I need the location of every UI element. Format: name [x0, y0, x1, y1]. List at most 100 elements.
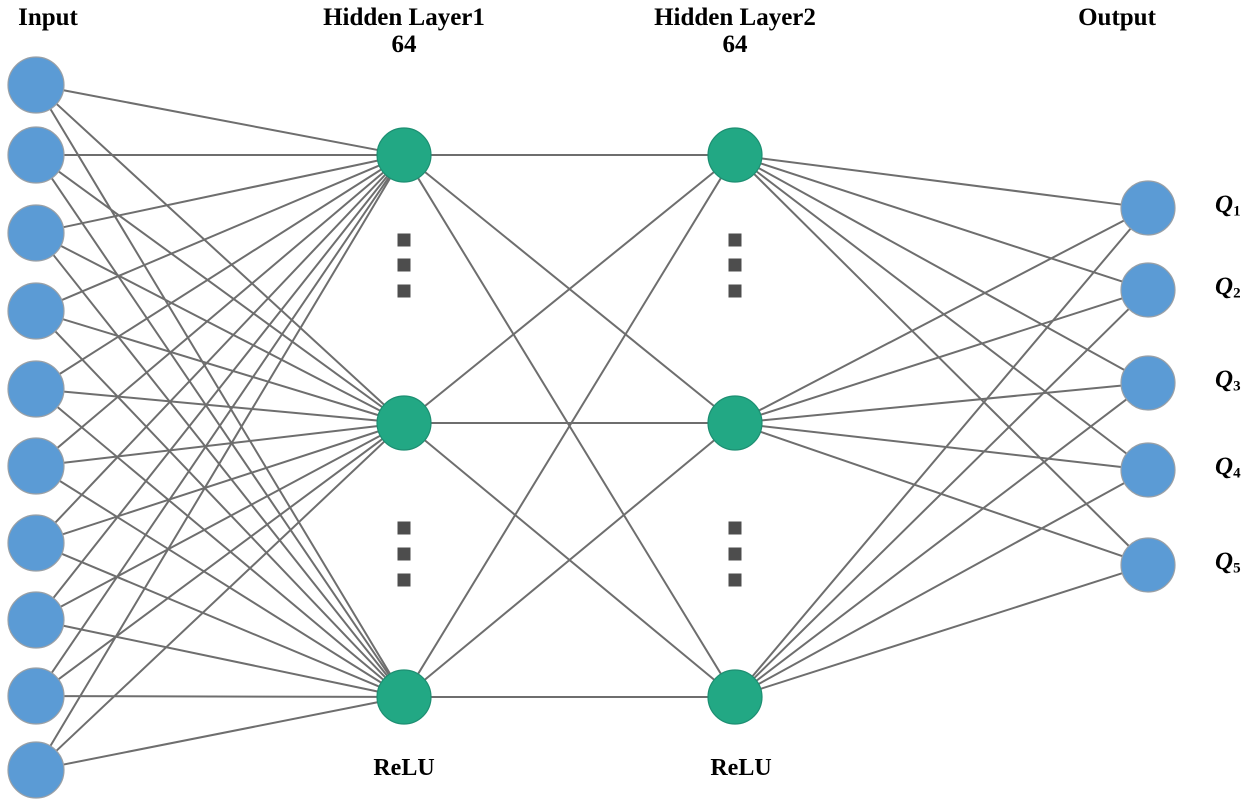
node-output-4[interactable]	[1120, 442, 1176, 498]
output-label-q1-symbol: Q	[1215, 191, 1234, 218]
node-hidden2-3[interactable]	[707, 669, 763, 725]
edge-input-hidden1	[63, 159, 378, 229]
node-output-5[interactable]	[1120, 537, 1176, 593]
edge-input-hidden1	[50, 176, 390, 674]
activation-label-hidden2-text: ReLU	[710, 755, 772, 781]
layer-title-output: Output	[1037, 4, 1197, 31]
ellipsis-dot-hidden2-1-3	[728, 284, 742, 298]
edge-input-hidden1	[52, 175, 389, 599]
edge-input-hidden1	[63, 701, 378, 766]
node-output-1[interactable]	[1120, 180, 1176, 236]
node-hidden1-2[interactable]	[376, 395, 432, 451]
node-output-3[interactable]	[1120, 355, 1176, 411]
output-label-q5-symbol: Q	[1215, 548, 1234, 575]
layer-title-hidden1-text: Hidden Layer1	[323, 4, 485, 31]
edge-hidden2-output	[751, 227, 1132, 678]
edges-layer	[49, 89, 1132, 766]
edge-input-hidden1	[63, 695, 378, 698]
ellipsis-dot-hidden2-2-2	[728, 547, 742, 561]
node-output-2[interactable]	[1120, 262, 1176, 318]
node-input-1[interactable]	[7, 56, 65, 114]
node-input-4[interactable]	[7, 282, 65, 340]
edge-input-hidden1	[49, 177, 391, 747]
layer-units-hidden1: 64	[391, 31, 417, 58]
edge-input-hidden1	[61, 552, 380, 688]
ellipsis-dot-hidden1-1-3	[397, 284, 411, 298]
edge-input-hidden1	[63, 390, 378, 422]
output-label-q4-subscript: 4	[1233, 465, 1241, 482]
edge-hidden1-hidden2	[417, 177, 722, 675]
edge-input-hidden1	[63, 89, 378, 151]
output-label-q5: Q5	[1215, 548, 1241, 577]
edge-input-hidden1	[59, 480, 382, 684]
edge-hidden2-output	[755, 398, 1128, 682]
edge-input-hidden1	[60, 434, 381, 608]
edge-input-hidden1	[61, 164, 380, 301]
edge-input-hidden1	[57, 438, 383, 681]
output-label-q3: Q3	[1215, 366, 1241, 395]
ellipsis-layer	[397, 233, 742, 587]
edge-input-hidden1	[55, 440, 386, 752]
edge-input-hidden1	[59, 168, 382, 375]
edge-hidden2-output	[758, 167, 1125, 371]
activation-label-hidden2: ReLU	[661, 755, 821, 782]
output-label-q2: Q2	[1215, 273, 1241, 302]
layer-title-hidden2: Hidden Layer2 64	[615, 4, 855, 58]
output-label-q1: Q1	[1215, 191, 1241, 220]
output-label-q2-symbol: Q	[1215, 273, 1234, 300]
edge-hidden2-output	[753, 173, 1130, 547]
node-input-2[interactable]	[7, 126, 65, 184]
edge-input-hidden1	[56, 171, 385, 449]
node-input-3[interactable]	[7, 204, 65, 262]
edge-input-hidden1	[58, 170, 383, 408]
edge-hidden2-output	[761, 384, 1122, 422]
ellipsis-dot-hidden2-1-1	[728, 233, 742, 247]
ellipsis-dot-hidden1-2-3	[397, 573, 411, 587]
edge-input-hidden1	[55, 103, 385, 406]
output-label-q5-subscript: 5	[1233, 560, 1241, 577]
output-label-q4: Q4	[1215, 453, 1241, 482]
edge-input-hidden1	[60, 244, 381, 412]
edge-hidden2-output	[760, 297, 1123, 416]
output-label-q3-symbol: Q	[1215, 366, 1234, 393]
node-input-6[interactable]	[7, 437, 65, 495]
layer-title-input: Input	[0, 4, 96, 31]
output-label-q1-subscript: 1	[1233, 203, 1241, 220]
edge-hidden2-output	[761, 425, 1122, 468]
ellipsis-dot-hidden1-2-2	[397, 547, 411, 561]
activation-label-hidden1: ReLU	[324, 755, 484, 782]
edge-hidden2-output	[760, 572, 1123, 690]
ellipsis-dot-hidden1-1-2	[397, 258, 411, 272]
node-input-8[interactable]	[7, 591, 65, 649]
edge-hidden2-output	[761, 157, 1122, 206]
ellipsis-dot-hidden2-2-3	[728, 573, 742, 587]
layer-title-output-text: Output	[1078, 4, 1156, 31]
layer-title-hidden1: Hidden Layer1 64	[284, 4, 524, 58]
node-input-7[interactable]	[7, 514, 65, 572]
edge-hidden2-output	[758, 482, 1125, 685]
output-label-q3-subscript: 3	[1233, 378, 1241, 395]
edge-hidden1-hidden2	[424, 171, 715, 407]
ellipsis-dot-hidden1-2-1	[397, 521, 411, 535]
node-hidden1-3[interactable]	[376, 669, 432, 725]
node-hidden1-1[interactable]	[376, 127, 432, 183]
ellipsis-dot-hidden2-2-1	[728, 521, 742, 535]
edge-hidden2-output	[755, 170, 1128, 455]
edge-input-hidden1	[63, 425, 378, 464]
output-label-q4-symbol: Q	[1215, 453, 1234, 480]
node-hidden2-1[interactable]	[707, 127, 763, 183]
node-input-10[interactable]	[7, 741, 65, 799]
ellipsis-dot-hidden1-1-1	[397, 233, 411, 247]
edge-input-hidden1	[54, 173, 387, 524]
node-input-9[interactable]	[7, 667, 65, 725]
node-hidden2-2[interactable]	[707, 395, 763, 451]
layer-title-hidden2-text: Hidden Layer2	[654, 4, 816, 31]
edge-hidden2-output	[753, 308, 1130, 679]
edge-input-hidden1	[54, 330, 387, 679]
edge-input-hidden1	[62, 318, 379, 417]
node-input-5[interactable]	[7, 360, 65, 418]
edge-hidden1-hidden2	[424, 439, 715, 681]
layer-title-input-text: Input	[18, 4, 78, 31]
edge-hidden2-output	[760, 162, 1123, 283]
